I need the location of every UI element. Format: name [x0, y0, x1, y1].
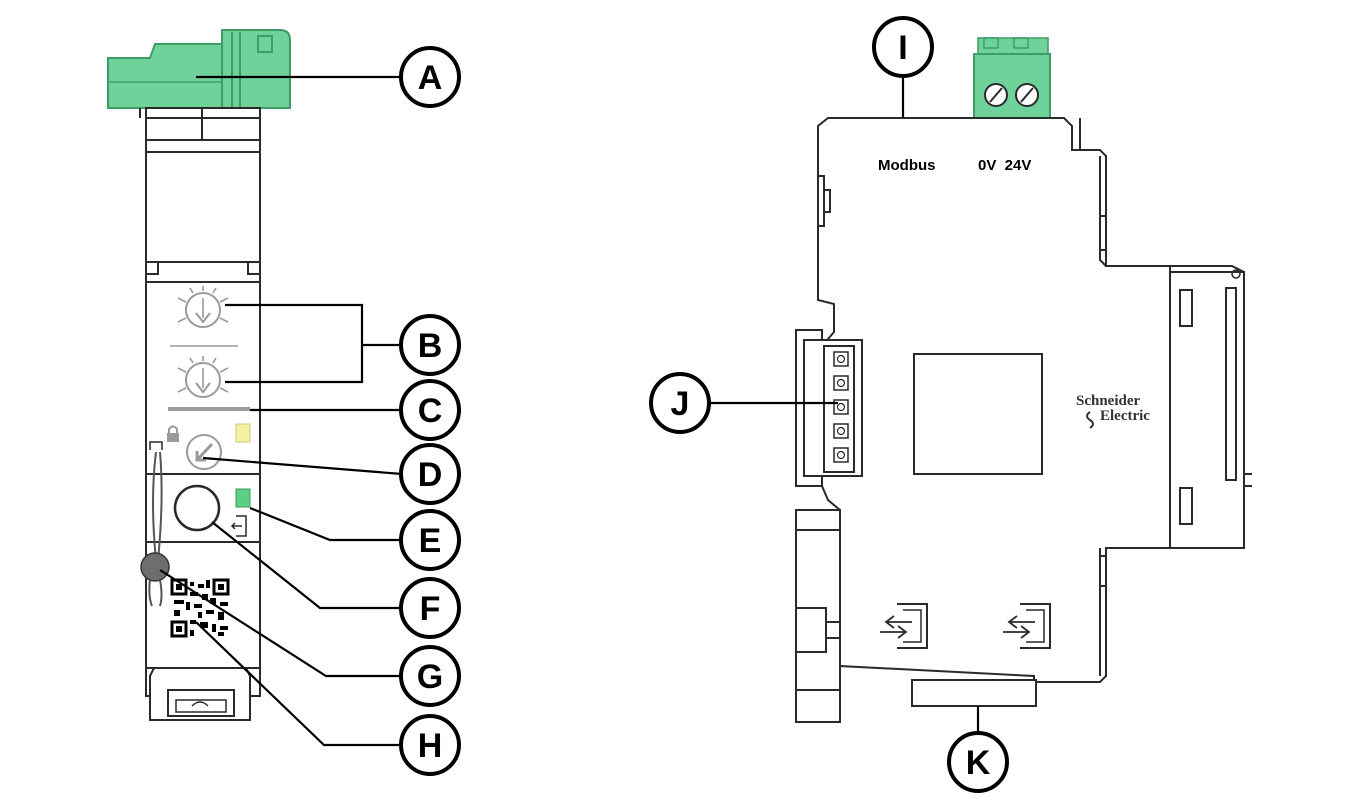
callout-j: J	[649, 372, 711, 434]
rs485-connector	[795, 329, 863, 487]
din-clip-front	[149, 667, 251, 721]
callout-b: B	[399, 314, 461, 376]
seal-wire	[140, 451, 170, 607]
callout-a: A	[399, 46, 461, 108]
label-window	[913, 353, 1043, 475]
leader-lines-left	[159, 75, 403, 747]
callout-k-letter: K	[966, 744, 991, 782]
schneider-logo: Schneider Electric	[1076, 393, 1150, 429]
push-button	[173, 484, 221, 532]
callout-h: H	[399, 714, 461, 776]
brand-line1: Schneider	[1076, 393, 1141, 409]
modbus-label: Modbus	[878, 157, 936, 174]
port-icon-left	[880, 603, 928, 649]
power-label: 0V 24V	[978, 157, 1031, 174]
side-view: Modbus 0V 24V Schneider Electric	[795, 37, 1252, 723]
lock-icon	[167, 425, 179, 442]
callout-c-letter: C	[418, 392, 443, 430]
callout-k: K	[947, 731, 1009, 793]
callout-a-letter: A	[418, 59, 443, 97]
callout-i-letter: I	[898, 29, 907, 67]
bottom-port	[911, 679, 1037, 707]
callout-d: D	[399, 443, 461, 505]
rotary-switch-lower	[177, 356, 229, 398]
test-switch	[186, 434, 222, 470]
callout-j-letter: J	[671, 385, 690, 423]
leader-lines-right	[710, 76, 980, 732]
modbus-port-icon	[230, 515, 247, 537]
callout-e: E	[399, 509, 461, 571]
rotary-switch-upper	[177, 286, 229, 328]
callout-e-letter: E	[419, 522, 442, 560]
callout-f-letter: F	[420, 590, 441, 628]
callout-f: F	[399, 577, 461, 639]
power-terminal-green	[973, 37, 1051, 119]
lower-clip-side	[795, 509, 841, 723]
callout-d-letter: D	[418, 456, 443, 494]
front-view	[107, 29, 291, 721]
callout-g: G	[399, 645, 461, 707]
status-led-yellow	[235, 423, 251, 443]
brand-line2: Electric	[1100, 408, 1150, 424]
callout-b-letter: B	[418, 327, 443, 365]
port-icon-right	[1003, 603, 1051, 649]
callout-i: I	[872, 16, 934, 78]
callout-h-letter: H	[418, 727, 443, 765]
green-connector-top	[107, 29, 291, 109]
din-latch-side	[1169, 266, 1252, 549]
status-led-green	[235, 488, 251, 508]
seal-ball	[140, 552, 170, 582]
callout-c: C	[399, 379, 461, 441]
callout-g-letter: G	[417, 658, 443, 696]
